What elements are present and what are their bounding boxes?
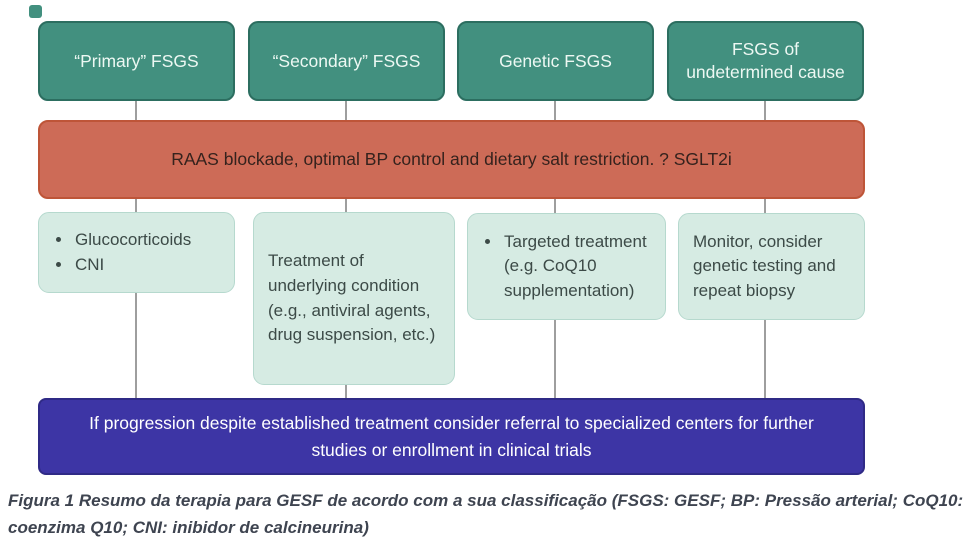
figure-caption: Figura 1 Resumo da terapia para GESF de … <box>8 491 964 538</box>
treatment-box-undetermined: Monitor, consider genetic testing and re… <box>678 213 865 320</box>
treatment-genetic-list: Targeted treatment (e.g. CoQ10 supplemen… <box>482 230 651 304</box>
treatment-item-glucocorticoids: Glucocorticoids <box>73 228 191 253</box>
box-undetermined-fsgs-label: FSGS of undetermined cause <box>686 39 845 82</box>
raas-banner-text: RAAS blockade, optimal BP control and di… <box>171 149 732 169</box>
progression-banner: If progression despite established treat… <box>38 398 865 475</box>
treatment-undetermined-text: Monitor, consider genetic testing and re… <box>693 231 836 300</box>
treatment-box-primary: Glucocorticoids CNI <box>38 212 235 293</box>
teal-corner-fragment <box>29 5 42 18</box>
treatment-primary-list: Glucocorticoids CNI <box>53 228 191 277</box>
treatment-item-cni: CNI <box>73 253 191 278</box>
progression-banner-text: If progression despite established treat… <box>89 413 814 460</box>
box-secondary-fsgs-label: “Secondary” FSGS <box>272 50 421 71</box>
treatment-item-targeted: Targeted treatment (e.g. CoQ10 supplemen… <box>502 230 651 304</box>
box-secondary-fsgs: “Secondary” FSGS <box>248 21 445 101</box>
box-primary-fsgs-label: “Primary” FSGS <box>74 50 199 71</box>
treatment-secondary-text: Treatment of underlying condition (e.g.,… <box>268 251 436 345</box>
treatment-box-secondary: Treatment of underlying condition (e.g.,… <box>253 212 455 385</box>
treatment-box-genetic: Targeted treatment (e.g. CoQ10 supplemen… <box>467 213 666 320</box>
box-primary-fsgs: “Primary” FSGS <box>38 21 235 101</box>
box-undetermined-fsgs: FSGS of undetermined cause <box>667 21 864 101</box>
box-genetic-fsgs-label: Genetic FSGS <box>499 50 612 71</box>
raas-banner: RAAS blockade, optimal BP control and di… <box>38 120 865 199</box>
box-genetic-fsgs: Genetic FSGS <box>457 21 654 101</box>
